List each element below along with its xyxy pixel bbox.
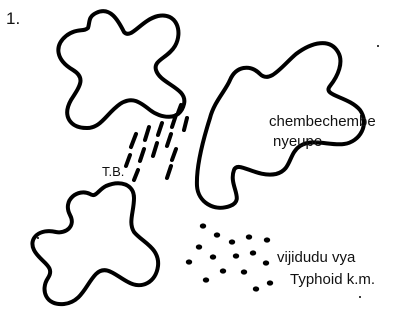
typhoid-bacterium [220, 268, 226, 273]
label-white-blood-cells-line1: chembechembe [269, 113, 376, 130]
white-blood-cell-top-left [58, 11, 184, 128]
tb-bacillus [134, 170, 138, 180]
figure-number: 1. [6, 9, 20, 28]
typhoid-bacterium [253, 286, 259, 291]
typhoid-bacterium [233, 253, 239, 258]
tb-bacillus [178, 105, 181, 113]
speck [37, 237, 39, 239]
speck [377, 45, 379, 47]
typhoid-bacterium [210, 254, 216, 259]
label-white-blood-cells-line2: nyeupe [273, 133, 322, 150]
tb-bacillus [126, 155, 130, 166]
tb-bacillus [158, 123, 162, 135]
typhoid-bacterium [250, 250, 256, 255]
typhoid-bacterium [264, 237, 270, 242]
typhoid-bacterium [241, 269, 247, 274]
tb-bacillus [167, 166, 171, 178]
label-tb: T.B. [102, 164, 124, 179]
speck [359, 296, 361, 298]
tb-bacillus [140, 149, 144, 161]
typhoid-bacterium [196, 244, 202, 249]
typhoid-bacterium [214, 232, 220, 237]
tb-bacillus [172, 149, 176, 160]
typhoid-bacterium [246, 234, 252, 239]
tb-bacillus [131, 134, 136, 147]
tb-bacillus [184, 118, 187, 130]
tb-bacillus [145, 127, 149, 140]
tb-bacillus [167, 134, 171, 146]
label-typhoid-line2: Typhoid k.m. [290, 271, 375, 288]
label-typhoid-line1: vijidudu vya [277, 249, 356, 266]
tb-bacillus [153, 143, 157, 156]
typhoid-bacterium [200, 223, 206, 228]
typhoid-bacteria-group [186, 223, 273, 291]
typhoid-bacterium [229, 239, 235, 244]
typhoid-bacterium [203, 277, 209, 282]
typhoid-bacterium [267, 280, 273, 285]
typhoid-bacterium [263, 260, 269, 265]
typhoid-bacterium [186, 259, 192, 264]
white-blood-cell-bottom-left [32, 183, 158, 304]
